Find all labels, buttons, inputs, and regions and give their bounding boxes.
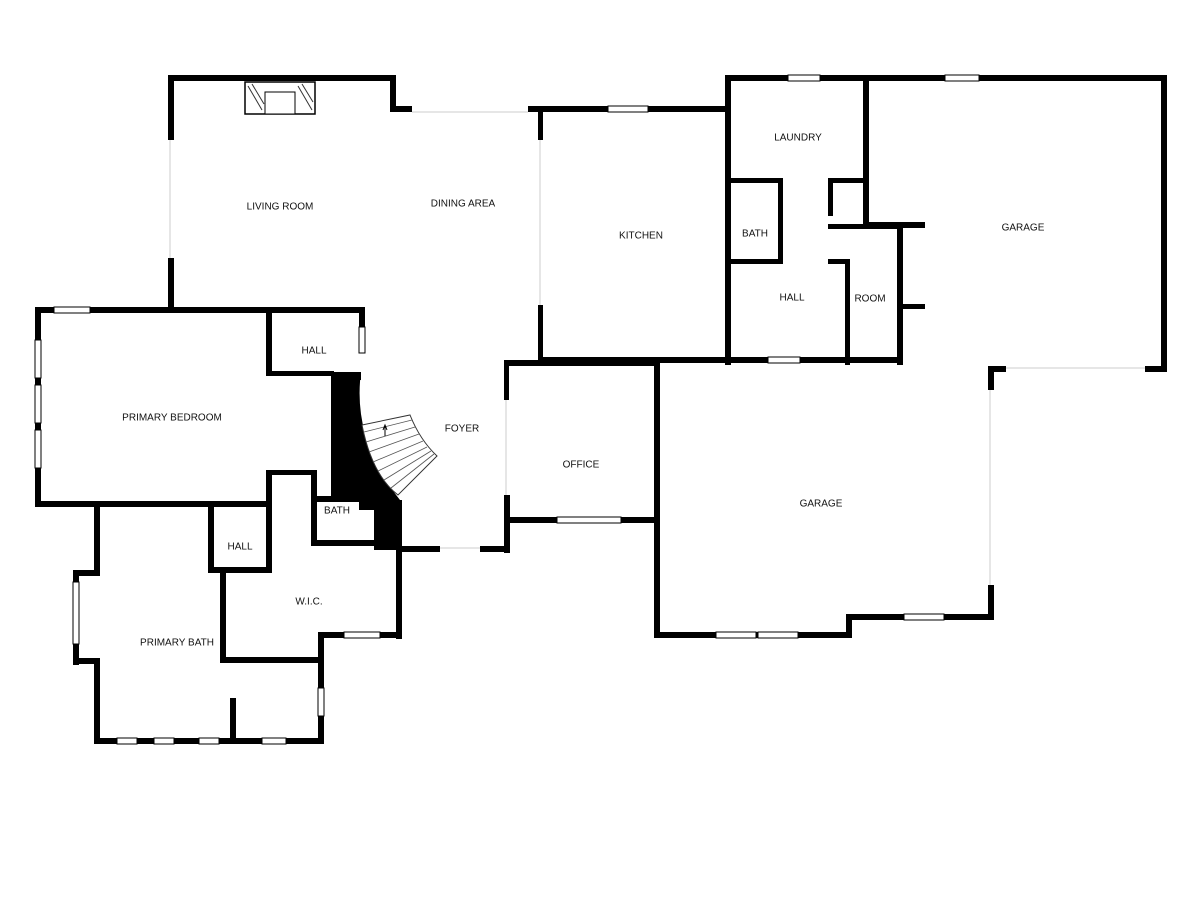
room-label-garage-upper: GARAGE xyxy=(1002,223,1045,234)
windows xyxy=(34,74,980,745)
room-label-bath-upper: BATH xyxy=(742,229,768,240)
room-label-hall-center: HALL xyxy=(779,293,804,304)
room-label-wic: W.I.C. xyxy=(295,597,322,608)
room-label-kitchen: KITCHEN xyxy=(619,231,663,242)
room-label-bath-lower: BATH xyxy=(324,506,350,517)
room-label-living-room: LIVING ROOM xyxy=(247,202,314,213)
fireplace-icon xyxy=(244,81,316,115)
room-label-hall-bedroom: HALL xyxy=(301,346,326,357)
room-label-primary-bath: PRIMARY BATH xyxy=(140,638,214,649)
staircase xyxy=(361,414,438,496)
room-label-primary-bedroom: PRIMARY BEDROOM xyxy=(122,413,222,424)
room-label-room: ROOM xyxy=(854,294,885,305)
room-label-garage-lower: GARAGE xyxy=(800,499,843,510)
room-label-office: OFFICE xyxy=(563,460,600,471)
room-label-dining-area: DINING AREA xyxy=(431,199,496,210)
room-label-hall-lower: HALL xyxy=(227,542,252,553)
room-label-foyer: FOYER xyxy=(445,424,479,435)
room-labels: LIVING ROOM DINING AREA KITCHEN LAUNDRY … xyxy=(122,133,1045,649)
openings xyxy=(169,111,1145,585)
room-label-laundry: LAUNDRY xyxy=(774,133,822,144)
